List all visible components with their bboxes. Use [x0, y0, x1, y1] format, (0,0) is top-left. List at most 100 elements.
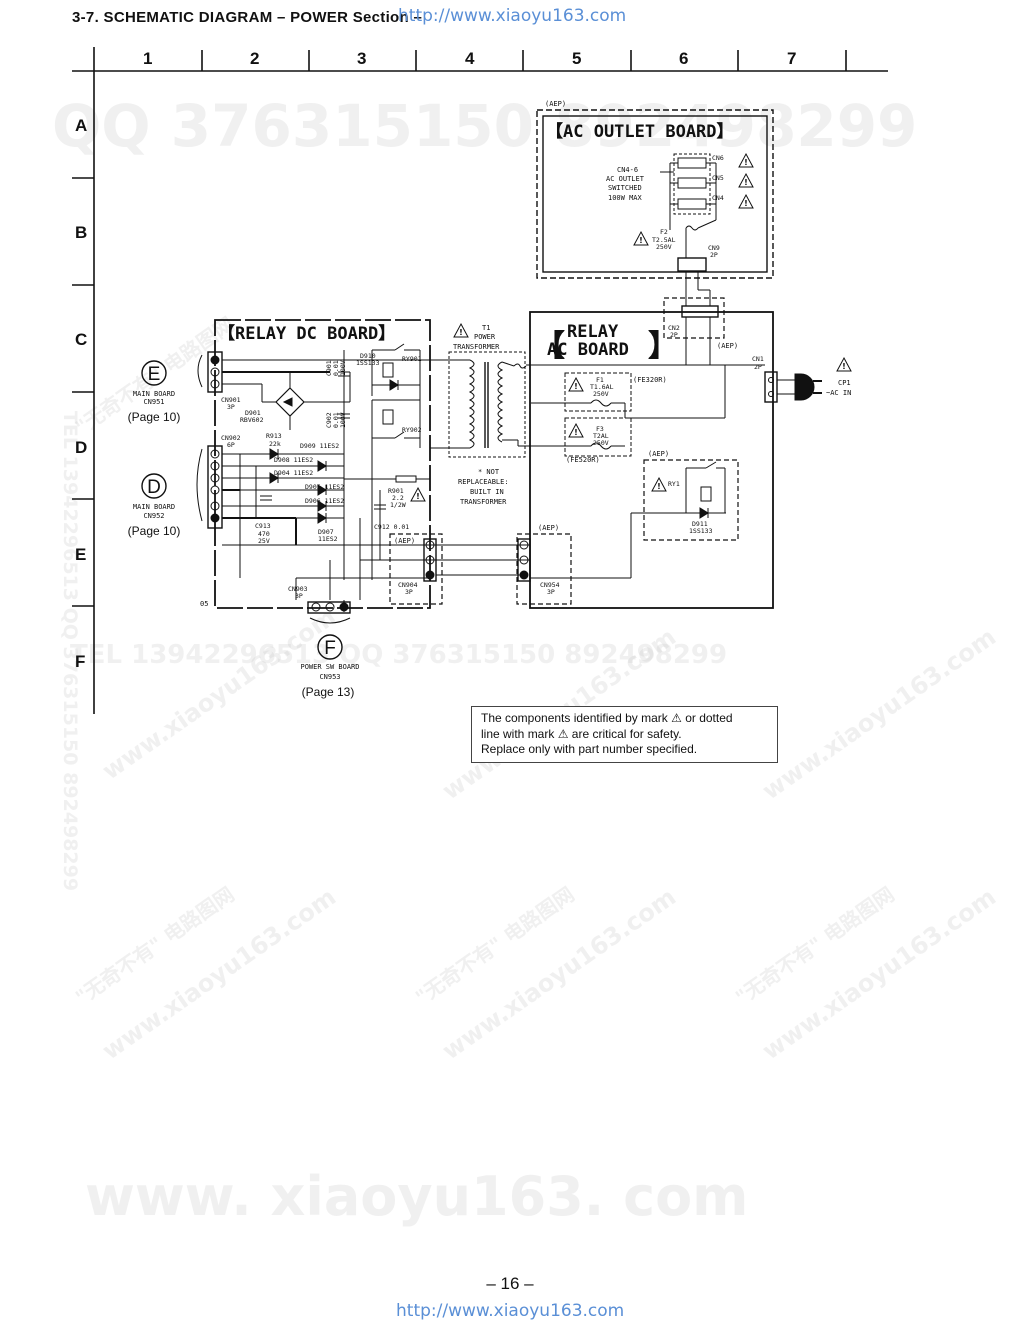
cn1-connector — [764, 371, 822, 403]
row-label: F — [75, 652, 85, 671]
column-label: 4 — [465, 49, 475, 68]
footer-url[interactable]: http://www.xiaoyu163.com — [396, 1301, 625, 1321]
component-label: CN904 — [398, 581, 418, 589]
component-label: ! — [459, 328, 463, 337]
component-label: 0.01 — [332, 412, 340, 428]
connector-f-letter: F — [324, 638, 336, 659]
component-label: 6P — [227, 441, 235, 449]
page-title: 3-7. SCHEMATIC DIAGRAM – POWER Section – — [72, 9, 423, 26]
component-label: CN6 — [712, 154, 724, 162]
component-label: ! — [574, 382, 578, 391]
component-label: RY902 — [402, 426, 422, 434]
column-label: 6 — [679, 49, 688, 68]
component-label: ! — [416, 492, 420, 501]
connector-e-letter: E — [148, 364, 161, 385]
column-label: 2 — [250, 49, 259, 68]
component-label: AC OUTLET — [606, 175, 645, 183]
power-transformer — [430, 351, 531, 458]
component-label: CN9 — [708, 244, 720, 252]
component-label: CN952 — [143, 512, 164, 520]
component-label: D904 11ES2 — [274, 469, 313, 477]
component-label: SWITCHED — [608, 184, 642, 192]
connector-f-badge — [317, 634, 343, 660]
connector-d-letter: D — [147, 477, 161, 498]
component-label: ! — [744, 178, 748, 187]
row-label: B — [75, 223, 87, 242]
component-label: MAIN BOARD — [133, 503, 175, 511]
warning-icon — [410, 152, 852, 502]
component-label: 100W MAX — [608, 194, 643, 202]
component-label: (AEP) — [648, 450, 669, 458]
component-label: D911 — [692, 520, 708, 528]
page-number: – 16 – — [486, 1274, 534, 1293]
component-label: 0.01 — [332, 360, 340, 376]
component-label: 100V — [339, 412, 347, 428]
safety-note: The components identified by mark ⚠ or d… — [471, 706, 778, 763]
component-label: 0.01 — [332, 412, 340, 428]
component-label: ! — [744, 158, 748, 167]
component-label: 250V — [593, 439, 609, 447]
component-label: 0.01 — [332, 360, 340, 376]
safety-note-line: line with mark ⚠ are critical for safety… — [481, 726, 682, 741]
component-label: 250V — [656, 243, 672, 251]
component-label: CN1 — [752, 355, 764, 363]
component-label: D909 11ES2 — [300, 442, 339, 450]
ac-outlet-board-title: 【AC OUTLET BOARD】 — [546, 121, 734, 142]
component-label: D901 — [245, 409, 261, 417]
component-label: 1SS133 — [356, 359, 380, 367]
cn954-connector — [516, 533, 572, 605]
row-label: C — [75, 330, 87, 349]
column-label: 5 — [572, 49, 581, 68]
component-label: 100V — [339, 360, 347, 376]
component-label: CN4 — [712, 194, 724, 202]
component-label: C901 — [325, 360, 333, 376]
component-label: 1/2W — [390, 501, 406, 509]
component-label: 1SS133 — [689, 527, 713, 535]
component-label: D907 — [318, 528, 334, 536]
component-label: 2P — [754, 363, 762, 371]
component-label: 】 — [648, 329, 678, 364]
header-url[interactable]: http://www.xiaoyu163.com — [398, 6, 627, 26]
component-label: D908 11ES2 — [274, 456, 313, 464]
safety-note-line: The components identified by mark ⚠ or d… — [481, 711, 733, 725]
component-label: D905 11ES2 — [305, 483, 344, 491]
component-label: * NOT — [478, 468, 500, 476]
component-label: F1 — [596, 376, 604, 384]
component-label: C913 — [255, 522, 271, 530]
relay-ac-title: AC BOARD — [547, 340, 629, 360]
relay-dc-board-title: 【RELAY DC BOARD】 — [218, 323, 395, 344]
component-label: 2P — [670, 331, 678, 339]
component-label: T2AL — [593, 432, 609, 440]
component-label: MAIN BOARD — [133, 390, 175, 398]
component-label: CN903 — [288, 585, 308, 593]
component-label: POWER — [474, 333, 496, 341]
component-label: 25V — [258, 537, 270, 545]
component-label: CN902 — [221, 434, 241, 442]
connector-d-badge — [141, 473, 167, 499]
component-label: ! — [744, 199, 748, 208]
component-label: ! — [574, 428, 578, 437]
component-label: 100V — [339, 360, 347, 376]
component-label: TRANSFORMER — [453, 343, 500, 351]
row-label: E — [75, 545, 86, 564]
component-label: CP1 — [838, 379, 851, 387]
component-label: 3P — [405, 588, 413, 596]
component-label: T1 — [482, 324, 490, 332]
component-label: POWER SW BOARD — [300, 663, 359, 671]
component-label: F3 — [596, 425, 604, 433]
component-label: CN951 — [143, 398, 164, 406]
component-label: (FE520R) — [566, 456, 600, 464]
component-label: R913 — [266, 432, 282, 440]
component-label: CN954 — [540, 581, 560, 589]
connector-e-badge — [141, 360, 167, 386]
component-label: R901 — [388, 487, 404, 495]
component-label: CN4-6 — [617, 166, 638, 174]
ac-outlet-board — [536, 109, 774, 279]
component-label: 3P — [295, 592, 303, 600]
cn904-connector — [389, 533, 524, 605]
component-label: ! — [842, 362, 846, 371]
component-label: CN5 — [712, 174, 724, 182]
relay-ac-board — [529, 311, 774, 609]
component-label: (AEP) — [538, 524, 559, 532]
